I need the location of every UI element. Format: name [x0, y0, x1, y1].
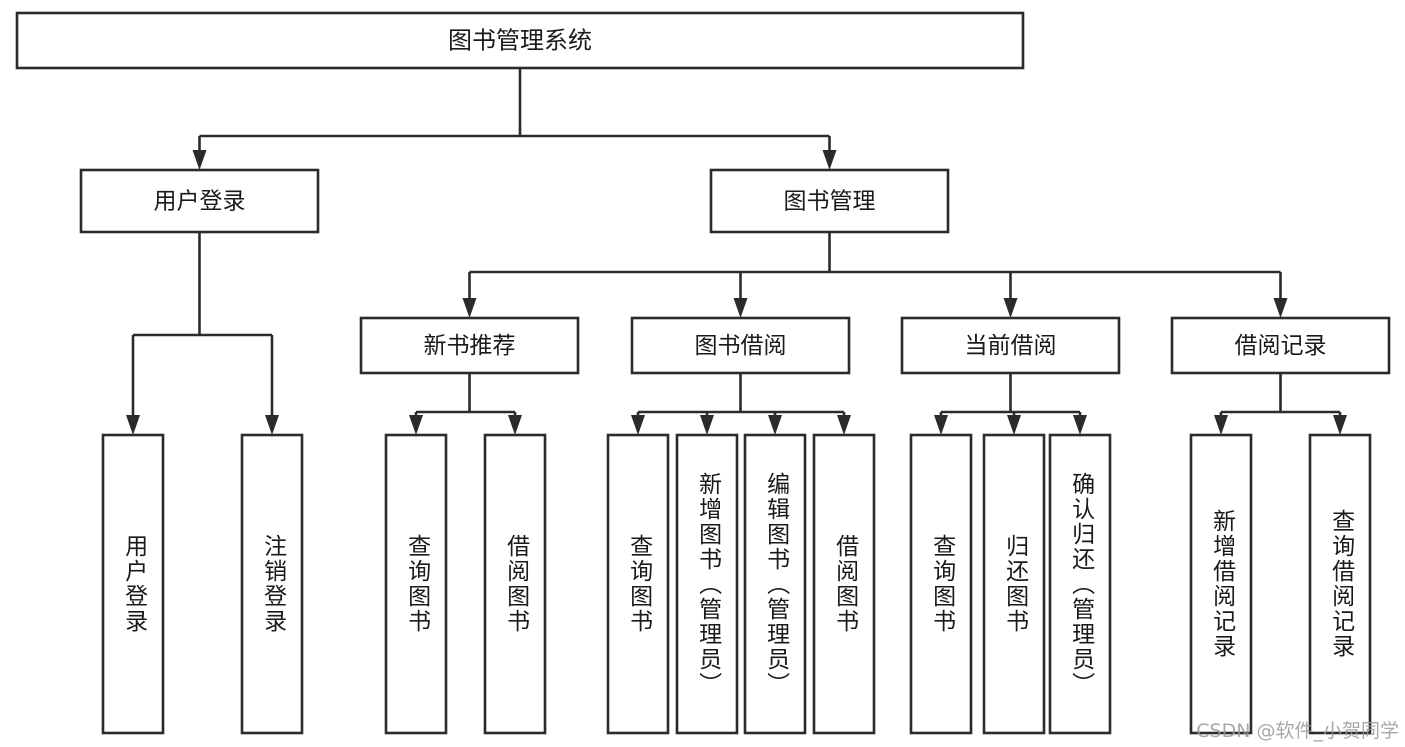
- arrow-head-icon: [1214, 415, 1228, 435]
- node-book-borrow-label: 图书借阅: [695, 333, 787, 359]
- node-leaf-query-book-2-box[interactable]: [606, 433, 670, 735]
- connector-lines-group: [126, 68, 1347, 435]
- node-new-book-recommend-box[interactable]: [359, 316, 580, 375]
- node-leaf-edit-book-admin-box[interactable]: [743, 433, 807, 735]
- arrow-head-icon: [934, 415, 948, 435]
- node-boxes-group: [15, 11, 1391, 735]
- node-root-label: 图书管理系统: [448, 27, 592, 55]
- arrow-head-icon: [1273, 298, 1288, 318]
- arrow-head-icon: [508, 415, 522, 435]
- node-current-borrow-label: 当前借阅: [965, 333, 1057, 359]
- node-user-login-label: 用户登录: [154, 189, 246, 215]
- node-leaf-add-book-admin-box[interactable]: [675, 433, 739, 735]
- node-borrow-record-box[interactable]: [1170, 316, 1391, 375]
- node-borrow-record-label: 借阅记录: [1235, 333, 1327, 359]
- arrow-head-icon: [1007, 415, 1021, 435]
- node-leaf-add-borrow-record-box[interactable]: [1189, 433, 1253, 735]
- arrow-head-icon: [462, 298, 477, 318]
- arrow-head-icon: [768, 415, 782, 435]
- node-new-book-recommend-label: 新书推荐: [424, 333, 516, 359]
- arrow-head-icon: [265, 415, 279, 435]
- arrow-head-icon: [733, 298, 748, 318]
- csdn-watermark: CSDN @软件_小贺同学: [1196, 720, 1399, 742]
- node-current-borrow-box[interactable]: [900, 316, 1121, 375]
- node-leaf-query-borrow-record-box[interactable]: [1308, 433, 1372, 735]
- node-leaf-user-login-box[interactable]: [101, 433, 165, 735]
- arrow-head-icon: [1333, 415, 1347, 435]
- node-leaf-query-book-1-box[interactable]: [384, 433, 448, 735]
- arrow-head-icon: [192, 150, 207, 170]
- node-leaf-return-book-box[interactable]: [982, 433, 1046, 735]
- node-user-login-box[interactable]: [79, 168, 320, 234]
- arrow-head-icon: [409, 415, 423, 435]
- arrow-head-icon: [822, 150, 837, 170]
- node-leaf-borrow-book-2-box[interactable]: [812, 433, 876, 735]
- node-book-management-box[interactable]: [709, 168, 950, 234]
- arrow-head-icon: [1003, 298, 1018, 318]
- arrow-head-icon: [126, 415, 140, 435]
- node-leaf-logout-login-box[interactable]: [240, 433, 304, 735]
- node-book-management-label: 图书管理: [784, 189, 876, 215]
- node-root-box[interactable]: [15, 11, 1025, 70]
- arrow-head-icon: [700, 415, 714, 435]
- node-leaf-query-book-3-box[interactable]: [909, 433, 973, 735]
- arrow-head-icon: [837, 415, 851, 435]
- node-book-borrow-box[interactable]: [630, 316, 851, 375]
- node-leaf-confirm-return-admin-box[interactable]: [1048, 433, 1112, 735]
- node-leaf-borrow-book-1-box[interactable]: [483, 433, 547, 735]
- arrow-head-icon: [631, 415, 645, 435]
- arrow-head-icon: [1073, 415, 1087, 435]
